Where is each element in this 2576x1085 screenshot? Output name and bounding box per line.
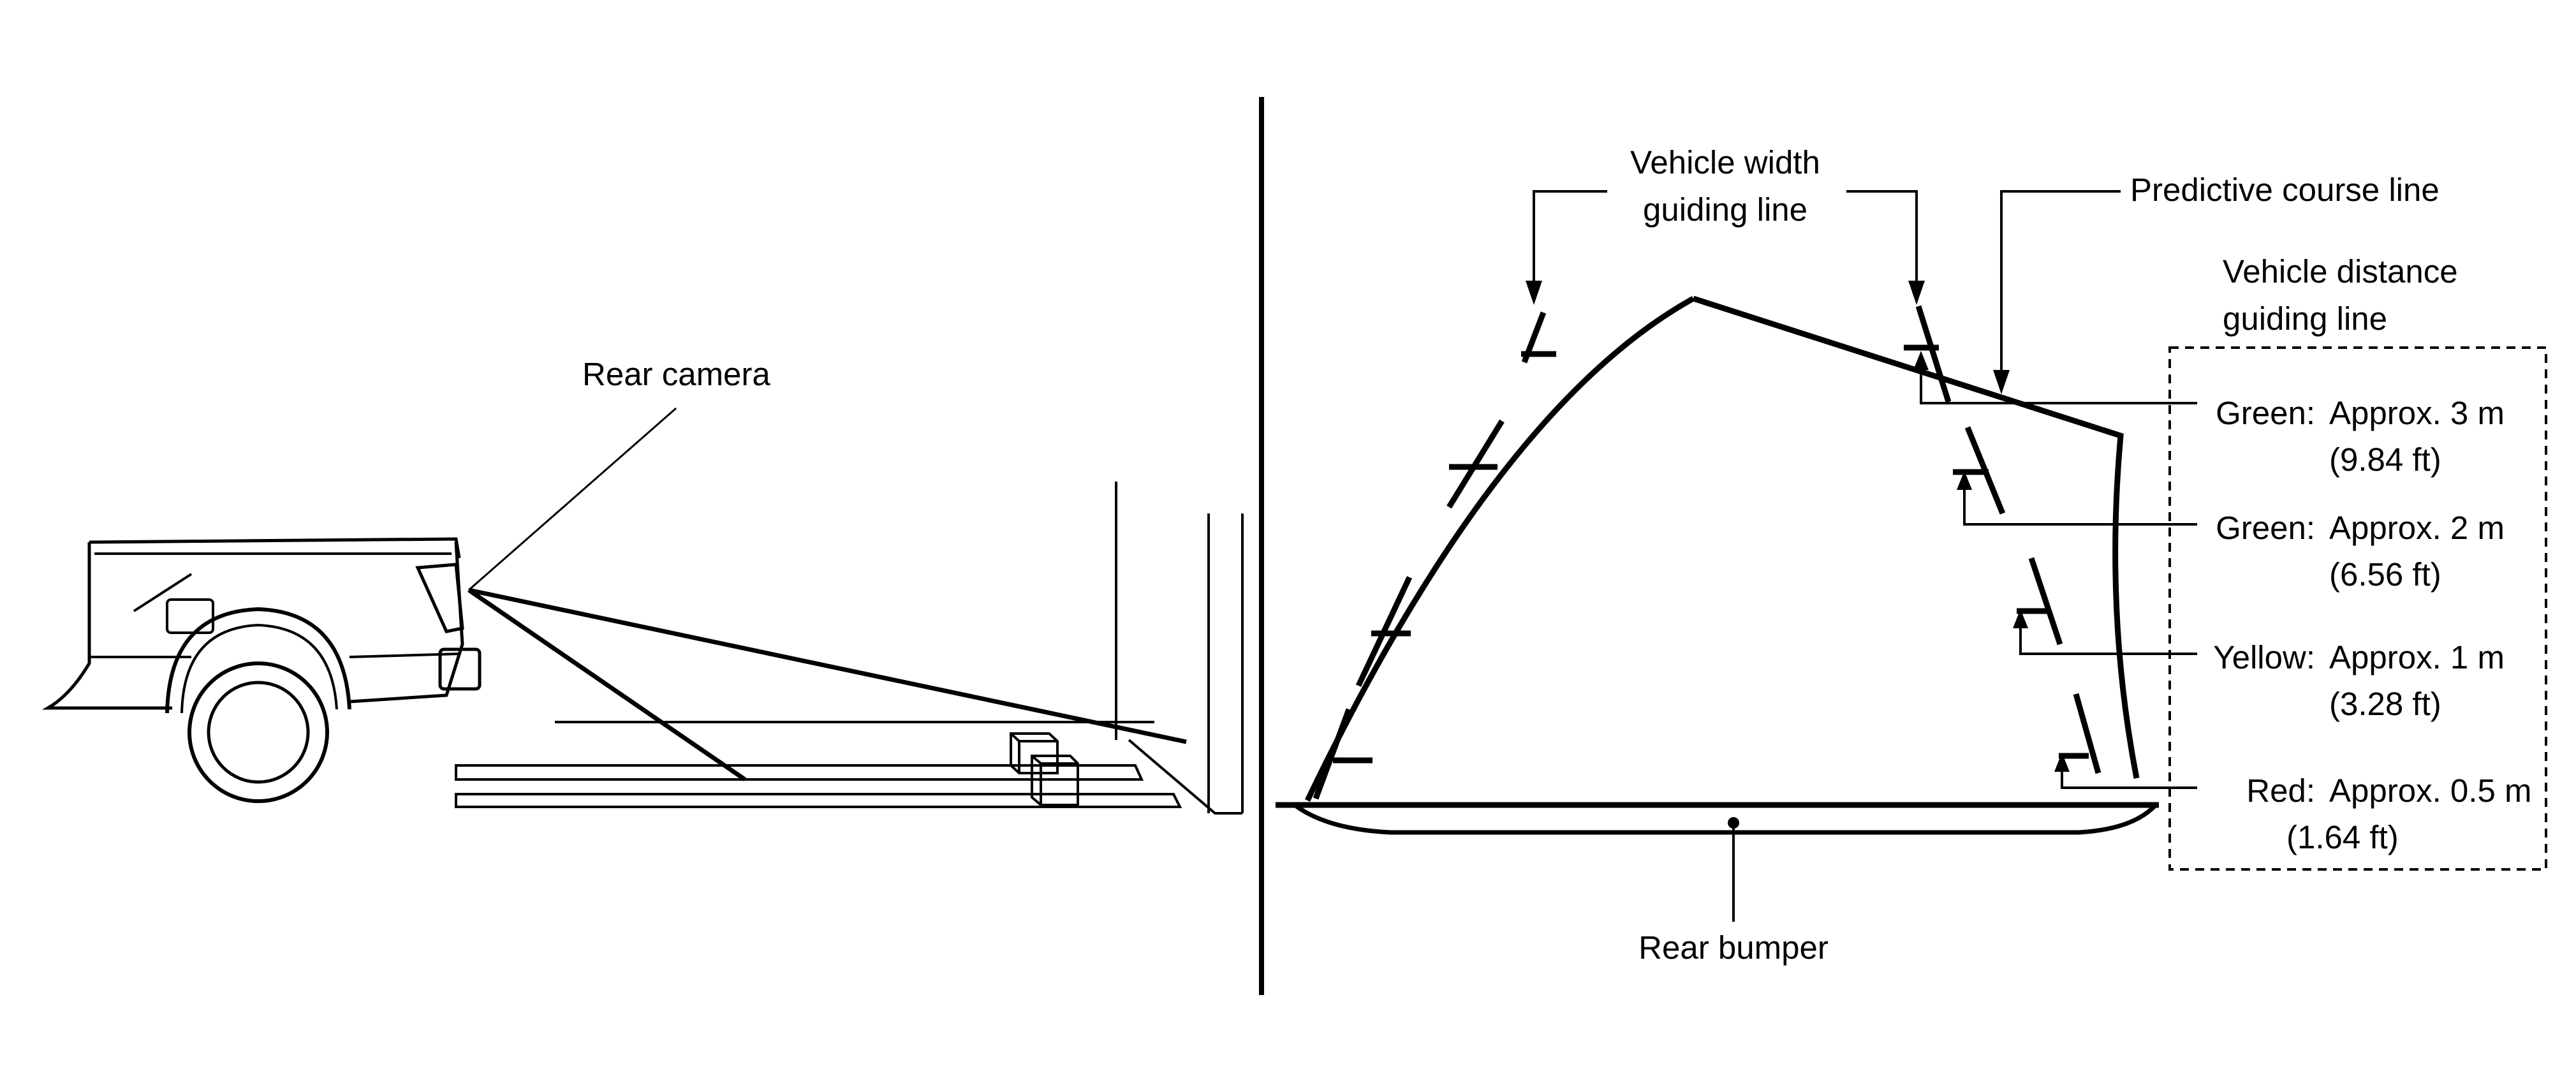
distance-color: Green: [2216, 395, 2315, 431]
arrow-up-icon [2054, 753, 2070, 772]
vehicle-width-guiding-line-right [1904, 305, 2101, 774]
vehicle-width-guiding-line-left [1313, 311, 1556, 800]
distance-row: Green: Approx. 2 m (6.56 ft) [2216, 510, 2505, 593]
distance-metric: Approx. 3 m [2329, 395, 2505, 431]
distance-imperial: (3.28 ft) [2329, 686, 2441, 722]
arrow-up-icon [2013, 609, 2028, 628]
distance-imperial: (6.56 ft) [2329, 556, 2441, 593]
vehicle-width-label-line-2: guiding line [1643, 191, 1807, 228]
arrowheads [1526, 281, 2070, 829]
distance-line-label-line-1: Vehicle distance [2223, 253, 2458, 290]
camera-view-lines [467, 407, 1187, 781]
distance-imperial: (9.84 ft) [2329, 441, 2441, 478]
distance-imperial: (1.64 ft) [2286, 819, 2399, 855]
distance-color: Red: [2246, 772, 2315, 809]
predictive-course-line [1304, 295, 2140, 802]
rear-bumper-shape [1276, 802, 2159, 835]
distance-row: Yellow: Approx. 1 m (3.28 ft) [2213, 639, 2505, 722]
ground-scene [455, 482, 1244, 815]
distance-color: Green: [2216, 510, 2315, 546]
rear-bumper-label: Rear bumper [1638, 929, 1829, 966]
distance-metric: Approx. 0.5 m [2329, 772, 2531, 809]
distance-metric: Approx. 1 m [2329, 639, 2505, 675]
distance-legend-box [2168, 346, 2547, 871]
distance-row: Red: Approx. 0.5 m (1.64 ft) [2246, 772, 2531, 855]
arrow-up-icon [1913, 351, 1929, 370]
arrow-up-icon [1957, 471, 1972, 490]
distance-line-label-line-2: guiding line [2223, 300, 2387, 337]
rear-camera-label: Rear camera [582, 356, 770, 392]
distance-row: Green: Approx. 3 m (9.84 ft) [2216, 395, 2505, 478]
truck-illustration [41, 537, 482, 803]
leader-lines [1533, 190, 2197, 922]
distance-color: Yellow: [2213, 639, 2315, 675]
predictive-course-label: Predictive course line [2130, 172, 2440, 208]
vehicle-width-label-line-1: Vehicle width [1630, 144, 1820, 181]
bumper-point-marker [1728, 817, 1739, 829]
arrow-down-icon [1908, 281, 1925, 305]
distance-metric: Approx. 2 m [2329, 510, 2505, 546]
arrow-down-icon [1993, 370, 2010, 394]
arrow-down-icon [1526, 281, 1542, 305]
